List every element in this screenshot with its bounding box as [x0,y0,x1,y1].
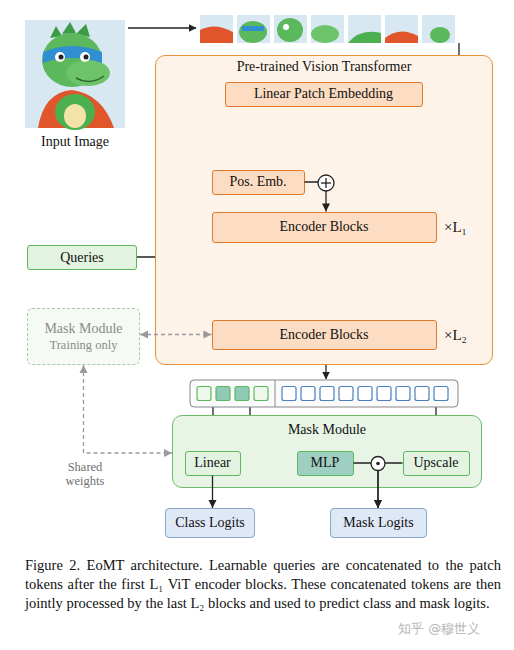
node-title: Pre-trained Vision Transformer [156,59,492,75]
process-box: Encoder Blocks [212,320,437,350]
node-title: Queries [60,250,104,266]
dinosaur-illustration [25,20,125,128]
node-title: Encoder Blocks [279,219,368,235]
token-row [254,387,268,401]
input-box: Queries [27,245,137,270]
watermark: 知乎 @穆世义 [398,621,508,637]
node-title: Linear [194,455,231,471]
image-patches [277,18,303,42]
token-row [275,380,276,407]
repeat-count: ×L₁ [444,219,484,235]
dinosaur-illustration [64,104,86,128]
image-patches [242,26,264,31]
token-row [235,387,249,401]
node-title: Mask Module [44,321,122,337]
node-title: Encoder Blocks [279,327,368,343]
token-row [358,387,372,401]
image-patches [430,27,450,43]
dinosaur-illustration [66,60,110,86]
image-patches [348,32,381,43]
token-row [377,387,391,401]
process-box: Linear [185,451,241,476]
dinosaur-illustration [55,52,65,62]
output-box: Mask Logits [330,508,427,538]
token-row [396,387,410,401]
image-patches [422,15,455,43]
token-row [320,387,334,401]
image-caption: Input Image [25,134,125,150]
arrow-head [374,500,382,508]
process-box: MLP [297,451,354,476]
image-patches [385,31,418,43]
image-patches [348,15,381,43]
image-patches [274,15,307,43]
encoder-frame: Pre-trained Vision TransformerLinear Pat… [155,55,493,365]
arrow-head [209,500,217,508]
node-subtitle: Training only [50,337,118,353]
arrow-head [374,500,382,508]
token-row [197,387,268,401]
node-title: Pos. Emb. [229,174,286,190]
repeat-count: ×L₂ [444,327,484,343]
dinosaur-illustration [25,20,125,130]
dinosaur-illustration [55,94,95,130]
image-patches [200,15,233,43]
token-row [282,387,296,401]
training-module-box: Mask ModuleTraining only [27,308,140,365]
arrow-head [164,449,172,457]
output-box: Class Logits [165,508,255,538]
image-patches [237,15,270,43]
process-box: Pos. Emb. [212,170,305,195]
flow-lines [128,27,196,28]
arrow-head [140,331,148,339]
dinosaur-illustration [43,46,102,63]
token-row [415,387,429,401]
token-row [197,387,211,401]
token-row [190,380,458,407]
token-row [301,387,315,401]
token-row [216,387,230,401]
module-frame: Mask ModuleLinear MLP Upscale [172,415,482,488]
image-patches [283,24,289,30]
node-title: Upscale [413,455,458,471]
process-box: Encoder Blocks [212,212,437,243]
token-row [282,387,448,401]
figure-caption: Figure 2. EoMT architecture. Learnable q… [25,556,501,613]
dinosaur-illustration [80,52,90,62]
flow-arrow [80,365,173,457]
dinosaur-illustration [84,55,89,60]
token-row [339,387,353,401]
dinosaur-illustration [76,76,104,82]
process-box: Linear Patch Embedding [225,82,423,107]
node-title: Linear Patch Embedding [254,86,393,102]
image-patches [239,21,267,43]
node-title: MLP [311,455,340,471]
dinosaur-illustration [59,55,64,60]
dinosaur-illustration [62,22,76,34]
arrow-head [80,365,88,373]
image-patches [200,26,233,43]
image-patches [311,25,339,43]
connector-line [84,365,173,453]
image-patches [385,15,418,43]
image-patches [311,15,344,43]
node-title: Class Logits [175,515,245,531]
image-patches [200,15,455,43]
token-row [434,387,448,401]
edge-label: Shared weights [50,460,120,488]
node-title: Mask Module [173,422,481,438]
process-box: Upscale [403,451,470,476]
token-row [190,380,458,407]
node-title: Mask Logits [343,515,413,531]
